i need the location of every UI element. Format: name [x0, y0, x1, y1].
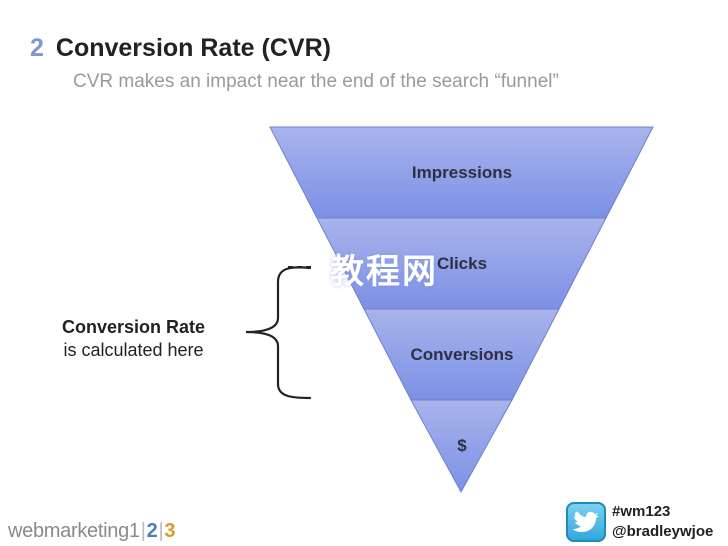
annotation-plain: is calculated here: [63, 340, 204, 360]
curly-brace-icon: [245, 266, 312, 400]
annotation-text: Conversion Rate is calculated here: [30, 316, 237, 362]
logo-text: webmarketing: [8, 520, 129, 542]
slide-subtitle: CVR makes an impact near the end of the …: [73, 71, 559, 92]
webmarketing-logo: webmarketing1|2|3: [8, 520, 176, 542]
social-handles: #wm123 @bradleywjoe: [612, 502, 713, 542]
slide-number: 2: [30, 34, 44, 62]
funnel-label-conversions: Conversions: [411, 345, 514, 364]
logo-number-1: 1: [128, 520, 140, 542]
slide-title: 2 Conversion Rate (CVR): [30, 34, 331, 63]
logo-number-3: 3: [164, 520, 176, 542]
hashtag-text: #wm123: [612, 503, 671, 520]
twitter-handle-text: @bradleywjoe: [612, 523, 714, 540]
annotation-strong: Conversion Rate: [61, 317, 206, 337]
twitter-bird-icon: [566, 502, 606, 542]
funnel-label-dollar: $: [457, 436, 467, 455]
logo-number-2: 2: [146, 520, 158, 542]
watermark-text: 教程网: [330, 253, 438, 291]
funnel-label-clicks: Clicks: [437, 254, 487, 273]
funnel-stage-revenue: [410, 399, 513, 494]
slide-title-text: Conversion Rate (CVR): [55, 34, 331, 62]
funnel-label-impressions: Impressions: [412, 163, 512, 182]
